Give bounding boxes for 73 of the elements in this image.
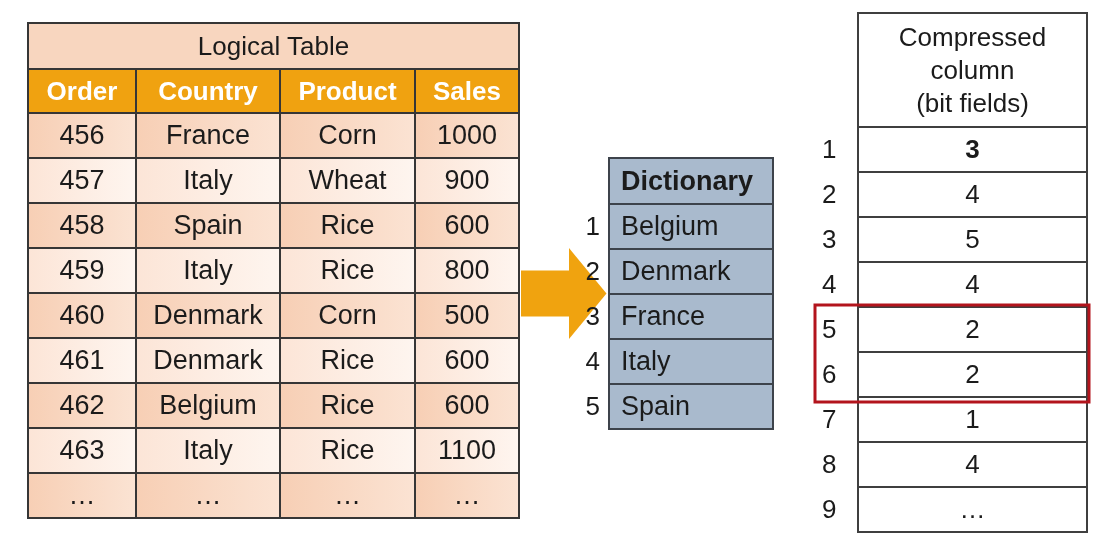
- data-cell: France: [137, 114, 279, 157]
- row-number: 5: [822, 314, 837, 345]
- dictionary-entry: Spain: [610, 385, 772, 428]
- data-cell: Italy: [137, 429, 279, 472]
- row-number: 2: [822, 179, 837, 210]
- row-number: 2: [585, 256, 600, 287]
- data-cell: …: [416, 474, 518, 517]
- row-number: 5: [585, 391, 600, 422]
- data-cell: …: [137, 474, 279, 517]
- data-cell: Belgium: [137, 384, 279, 427]
- data-cell: 1000: [416, 114, 518, 157]
- data-cell: 1100: [416, 429, 518, 472]
- data-cell: 463: [29, 429, 135, 472]
- data-cell: Corn: [281, 294, 414, 337]
- data-cell: Rice: [281, 249, 414, 292]
- row-number: 4: [822, 269, 837, 300]
- data-cell: Rice: [281, 429, 414, 472]
- data-cell: 600: [416, 204, 518, 247]
- data-cell: 460: [29, 294, 135, 337]
- bit-field-cell: 1: [859, 398, 1086, 441]
- bit-field-cell: 5: [859, 218, 1086, 261]
- dictionary-entry: France: [610, 295, 772, 338]
- bit-field-cell: 4: [859, 443, 1086, 486]
- data-cell: 800: [416, 249, 518, 292]
- data-cell: 461: [29, 339, 135, 382]
- data-cell: Spain: [137, 204, 279, 247]
- data-cell: Denmark: [137, 294, 279, 337]
- column-header: Order: [29, 70, 135, 112]
- data-cell: Italy: [137, 249, 279, 292]
- bit-field-cell: 2: [859, 353, 1086, 396]
- bit-field-cell: 3: [859, 128, 1086, 171]
- data-cell: 600: [416, 384, 518, 427]
- data-cell: Corn: [281, 114, 414, 157]
- data-cell: …: [29, 474, 135, 517]
- data-cell: 458: [29, 204, 135, 247]
- column-header: Product: [281, 70, 414, 112]
- column-header: Sales: [416, 70, 518, 112]
- data-cell: 459: [29, 249, 135, 292]
- data-cell: 600: [416, 339, 518, 382]
- data-cell: Wheat: [281, 159, 414, 202]
- data-cell: 456: [29, 114, 135, 157]
- row-number: 3: [822, 224, 837, 255]
- row-number: 1: [822, 134, 837, 165]
- row-number: 9: [822, 494, 837, 525]
- data-cell: Rice: [281, 339, 414, 382]
- bit-field-cell: …: [859, 488, 1086, 531]
- dictionary-entry: Denmark: [610, 250, 772, 293]
- table-title: Logical Table: [29, 24, 518, 68]
- bit-field-cell: 2: [859, 308, 1086, 351]
- column-header: Country: [137, 70, 279, 112]
- row-number: 8: [822, 449, 837, 480]
- dictionary-entry: Italy: [610, 340, 772, 383]
- data-cell: 462: [29, 384, 135, 427]
- data-cell: 900: [416, 159, 518, 202]
- row-number: 1: [585, 211, 600, 242]
- block-arrow: [521, 247, 607, 340]
- logical-table: [27, 22, 520, 519]
- data-cell: Rice: [281, 204, 414, 247]
- data-cell: Italy: [137, 159, 279, 202]
- row-number: 4: [585, 346, 600, 377]
- dictionary-header: Dictionary: [610, 159, 772, 203]
- data-cell: 500: [416, 294, 518, 337]
- bit-field-cell: 4: [859, 263, 1086, 306]
- dictionary-entry: Belgium: [610, 205, 772, 248]
- data-cell: Rice: [281, 384, 414, 427]
- column-header: Compressed column (bit fields): [859, 14, 1086, 126]
- row-number: 7: [822, 404, 837, 435]
- data-cell: …: [281, 474, 414, 517]
- bit-field-cell: 4: [859, 173, 1086, 216]
- data-cell: Denmark: [137, 339, 279, 382]
- data-cell: 457: [29, 159, 135, 202]
- row-number: 6: [822, 359, 837, 390]
- row-number: 3: [585, 301, 600, 332]
